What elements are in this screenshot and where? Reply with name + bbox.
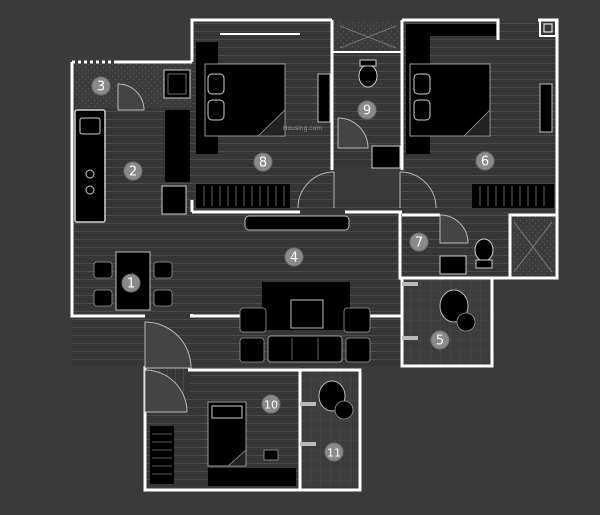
doors bbox=[117, 83, 469, 413]
room-label-10-text: 10 bbox=[264, 399, 278, 412]
bedroom-10-furniture bbox=[150, 401, 296, 486]
room-label-4: 4 bbox=[284, 247, 304, 267]
room-label-9: 9 bbox=[357, 100, 377, 120]
watermark: Housing.com bbox=[283, 125, 322, 132]
room-label-6: 6 bbox=[475, 151, 495, 171]
living-furniture bbox=[239, 215, 371, 363]
room-label-7: 7 bbox=[409, 232, 429, 252]
room-label-8-text: 8 bbox=[259, 156, 267, 171]
room-label-9-text: 9 bbox=[363, 104, 371, 119]
room-label-7-text: 7 bbox=[415, 236, 423, 251]
room-label-5-text: 5 bbox=[436, 334, 444, 349]
balcony-furniture bbox=[300, 282, 476, 446]
room-label-5: 5 bbox=[430, 330, 450, 350]
room-label-8: 8 bbox=[253, 152, 273, 172]
room-label-1-text: 1 bbox=[127, 277, 135, 292]
bedroom-8-furniture bbox=[196, 42, 331, 208]
room-label-11-text: 11 bbox=[327, 447, 341, 460]
room-label-11: 11 bbox=[324, 442, 344, 462]
room-labels: 1 2 3 4 5 6 7 8 9 10 11 bbox=[91, 76, 495, 462]
room-label-2: 2 bbox=[123, 161, 143, 181]
bathroom-9-fixtures bbox=[339, 25, 401, 169]
room-label-3-text: 3 bbox=[97, 80, 105, 95]
room-label-4-text: 4 bbox=[290, 251, 298, 266]
kitchen bbox=[74, 69, 191, 223]
room-label-2-text: 2 bbox=[129, 165, 137, 180]
bedroom-6-furniture bbox=[406, 19, 557, 208]
room-label-1: 1 bbox=[121, 273, 141, 293]
room-label-3: 3 bbox=[91, 76, 111, 96]
room-label-6-text: 6 bbox=[481, 155, 489, 170]
bathroom-7-fixtures bbox=[439, 221, 553, 275]
room-label-10: 10 bbox=[261, 394, 281, 414]
